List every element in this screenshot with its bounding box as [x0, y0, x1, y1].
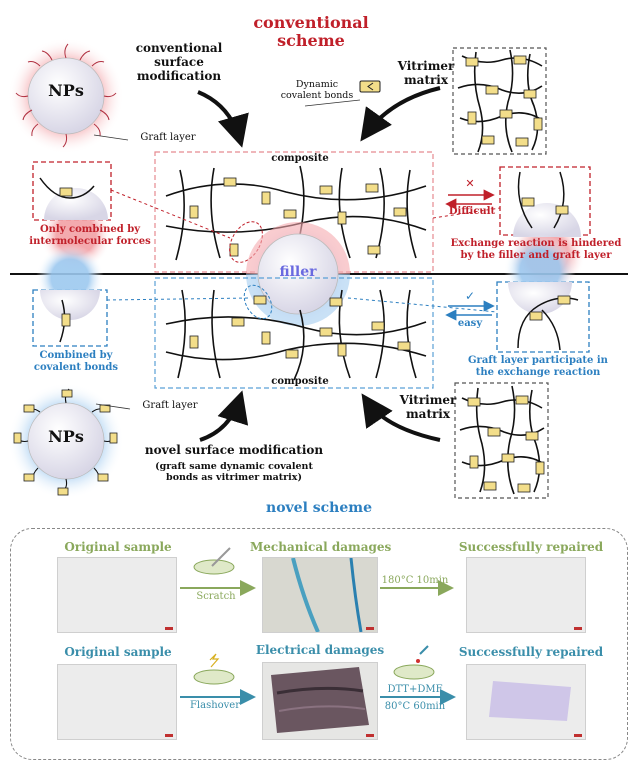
exchange-hindered-label: Exchange reaction is hindered by the fil…: [450, 238, 622, 261]
row2-repaired-photo: [466, 664, 586, 740]
lightning-icon: [209, 653, 220, 668]
difficult-label: Difficult: [448, 206, 496, 217]
arrow-novel-to-composite: [199, 390, 249, 442]
inset-participate: [496, 281, 590, 353]
row1-mechanical-label: Mechanical damages: [250, 540, 392, 554]
row2-electrical-label: Electrical damages: [255, 643, 385, 657]
arrow-vitrimer-to-composite: [360, 86, 441, 142]
vitrimer-label-top: Vitrimer matrix: [397, 59, 455, 87]
composite-label-bottom: composite: [271, 376, 329, 387]
arrow-vitrimer-to-composite-bottom: [361, 393, 441, 442]
np-conventional: [8, 38, 124, 154]
conventional-scheme-title: conventional scheme: [253, 13, 369, 51]
surface-mod-label: conventional surface modification: [135, 41, 223, 83]
filler-sphere: [257, 233, 339, 315]
graft-layer-label-bottom: Graft layer: [142, 400, 198, 411]
row2-electrical-photo: [262, 662, 378, 740]
dynamic-bonds-label: Dynamic covalent bonds: [280, 79, 354, 101]
composite-network-top: [165, 165, 427, 261]
repair-panel: [10, 528, 628, 760]
scratch-blade-icon: [211, 547, 231, 567]
scratch-label: Scratch: [196, 591, 236, 602]
row1-mechanical-photo: [262, 557, 378, 633]
flashover-dish-icon: [193, 669, 235, 685]
row1-original-label: Original sample: [64, 540, 172, 554]
np-label-bottom: NPs: [48, 427, 84, 446]
novel-mod-note: (graft same dynamic covalent bonds as vi…: [155, 461, 313, 483]
row1-original-photo: [57, 557, 177, 633]
only-combined-label: Only combined by intermolecular forces: [29, 224, 151, 247]
dropper-icon: [419, 645, 429, 655]
composite-box-bottom: [154, 277, 434, 389]
row1-repaired-label: Successfully repaired: [458, 540, 604, 554]
check-icon: ✓: [464, 289, 476, 303]
easy-label: easy: [457, 318, 483, 329]
row2-repaired-label: Successfully repaired: [458, 645, 604, 659]
vitrimer-box-top: [452, 47, 547, 155]
arrow-surface-to-composite: [197, 90, 249, 148]
np-label-top: NPs: [48, 81, 84, 100]
graft-layer-leader-top: [93, 134, 129, 141]
bond-legend-icon: [359, 80, 381, 93]
row2-original-label: Original sample: [64, 645, 172, 659]
graft-participate-label: Graft layer participate in the exchange …: [468, 355, 608, 378]
novel-mod-label: novel surface modification: [144, 443, 324, 457]
reagent-label: DTT+DMF: [387, 684, 443, 695]
composite-label-top: composite: [271, 153, 329, 164]
filler-label: filler: [279, 264, 317, 280]
novel-scheme-title: novel scheme: [266, 500, 372, 516]
graft-layer-label-top: Graft layer: [140, 132, 196, 143]
np-novel: [8, 383, 124, 499]
flashover-label: Flashover: [189, 700, 241, 711]
row2-condition-label: 80°C 60min: [384, 701, 446, 712]
row1-condition-label: 180°C 10min: [381, 575, 449, 586]
solvent-dish-icon: [393, 664, 435, 680]
composite-network-bottom: [165, 289, 427, 381]
row2-original-photo: [57, 664, 177, 740]
scratch-dish-icon: [193, 559, 235, 575]
row1-repaired-photo: [466, 557, 586, 633]
vitrimer-label-bottom: Vitrimer matrix: [399, 393, 457, 421]
vitrimer-box-bottom: [454, 382, 549, 499]
inset-intermolecular: [32, 161, 112, 221]
cross-icon: ✕: [465, 177, 475, 190]
combined-covalent-label: Combined by covalent bonds: [33, 350, 119, 373]
